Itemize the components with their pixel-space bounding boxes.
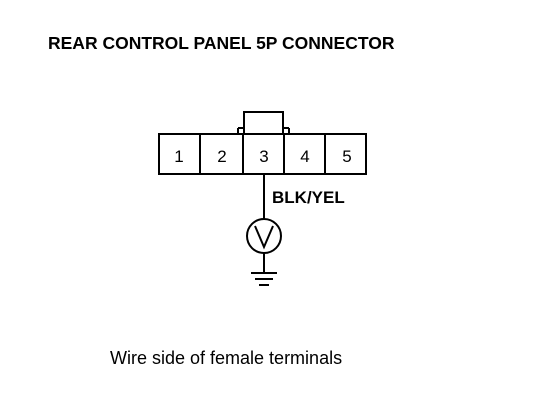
voltmeter-icon xyxy=(246,218,282,254)
diagram-title: REAR CONTROL PANEL 5P CONNECTOR xyxy=(48,33,395,53)
pin-label: 2 xyxy=(217,147,226,166)
pin-label: 5 xyxy=(342,147,351,166)
connector-latch xyxy=(243,111,284,134)
diagram-caption: Wire side of female terminals xyxy=(110,348,343,368)
pin-label: 3 xyxy=(259,147,268,166)
ground-symbol-icon xyxy=(251,272,277,286)
connector-body xyxy=(158,133,367,175)
pin-label: 1 xyxy=(174,147,183,166)
wire-color-label: BLK/YEL xyxy=(272,188,345,207)
pin-label: 4 xyxy=(300,147,309,166)
